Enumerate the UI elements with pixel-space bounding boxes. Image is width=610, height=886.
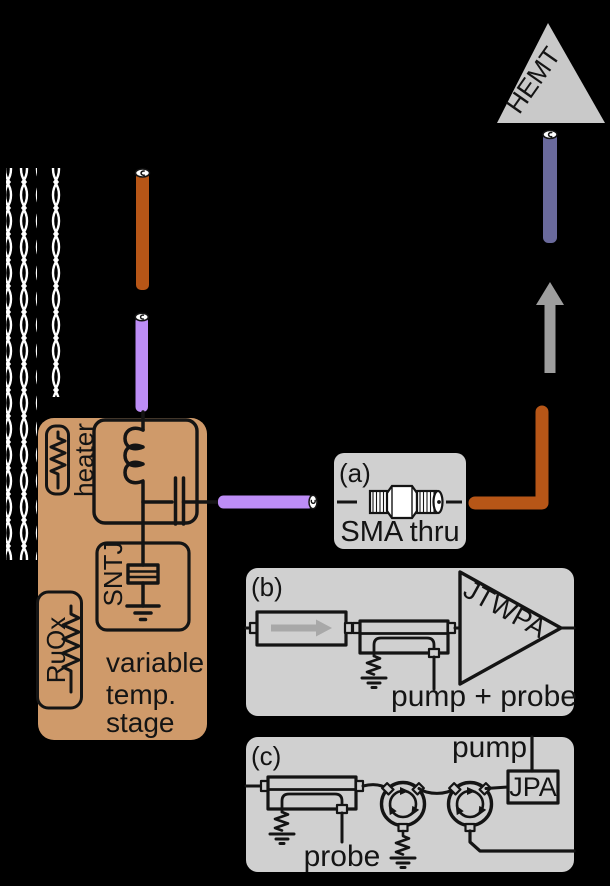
sntj-device: SNTJ xyxy=(95,541,191,632)
coax-cable xyxy=(136,172,149,290)
coupled-line xyxy=(280,792,344,814)
wire xyxy=(484,785,510,790)
thread-hatch xyxy=(419,491,435,513)
hemt-amplifier: HEMT xyxy=(497,23,605,123)
nut-facets xyxy=(391,486,413,518)
panel-a-caption: SMA thru xyxy=(340,516,459,548)
connector-end-icon xyxy=(134,168,151,178)
twisted-pair-icon xyxy=(21,168,37,560)
stage-name-line1: variable xyxy=(106,647,204,678)
coax-cable xyxy=(218,495,314,509)
signal-arrow-up-icon xyxy=(536,282,564,373)
ruox-thermometer: RuOx xyxy=(36,590,83,710)
resistor-icon xyxy=(365,654,382,676)
sma-connector-icon xyxy=(337,484,462,520)
panel-a: (a) SMA thru xyxy=(334,453,466,549)
coax-orange-elbow xyxy=(468,405,549,510)
bias-tee xyxy=(92,410,220,567)
jpa-amplifier: JPA xyxy=(506,735,560,805)
pump-probe-label: pump + probe xyxy=(391,680,577,713)
twisted-pair-icon xyxy=(47,168,63,397)
connector-end-icon xyxy=(134,312,150,322)
amplifier-triangle-icon xyxy=(458,570,563,686)
coax-purple-horizontal xyxy=(218,494,318,510)
panel-c-tag: (c) xyxy=(251,741,281,771)
coupled-line xyxy=(372,636,436,658)
ground-icon xyxy=(360,676,388,689)
pump-label: pump xyxy=(452,731,527,764)
isolator-arrow-shaft xyxy=(271,624,316,632)
twisted-pair-icon xyxy=(6,168,22,560)
inductor-icon xyxy=(123,426,145,567)
stage-name-line2: temp. xyxy=(106,679,176,710)
output-line xyxy=(468,829,576,853)
thread-hatch xyxy=(372,491,388,513)
ground-icon xyxy=(268,832,296,845)
ground-icon xyxy=(389,856,417,869)
coupler-outline xyxy=(358,619,450,655)
center-pin xyxy=(437,500,441,504)
isolator-arrow-head xyxy=(316,619,332,637)
panel-c: (c) probe xyxy=(244,731,576,873)
ground-icon xyxy=(125,604,161,622)
pin-icon xyxy=(139,314,145,320)
heater-outline xyxy=(45,424,70,496)
coax-orange-upper xyxy=(134,168,151,290)
connector-stub xyxy=(448,782,462,796)
coax-cable xyxy=(543,133,557,243)
coax-purple-upper xyxy=(134,312,150,412)
stage-name-line3: stage xyxy=(106,707,175,738)
circulator-icon xyxy=(379,780,427,869)
pin-icon xyxy=(140,170,146,176)
bias-tee-outline xyxy=(92,418,199,525)
panel-b: (b) JTWPA pump + probe xyxy=(244,568,577,716)
circulation-arrows xyxy=(455,787,487,816)
arrow-head xyxy=(536,282,564,305)
amplifier-triangle-icon xyxy=(497,23,605,123)
resistor-icon xyxy=(61,604,81,694)
probe-label: probe xyxy=(304,840,381,873)
circulator-icon xyxy=(446,780,576,853)
twisted-pair-loom-double xyxy=(6,168,37,560)
variable-temp-stage: heater SNTJ RuOx variable xyxy=(36,410,220,740)
coax-slate xyxy=(542,129,558,243)
directional-coupler-icon xyxy=(358,619,450,691)
panel-a-tag: (a) xyxy=(339,458,371,488)
connector-stub xyxy=(343,621,354,635)
resistor-icon xyxy=(273,810,290,832)
junction-barrier xyxy=(126,570,160,579)
pin-icon xyxy=(547,131,553,138)
connector-end-icon xyxy=(542,129,558,140)
arrow-shaft xyxy=(544,303,556,373)
termination-resistor-icon xyxy=(394,829,411,856)
stage-name: variable temp. stage xyxy=(106,647,204,738)
coupler-outline xyxy=(266,775,358,811)
sntj-outline xyxy=(95,541,191,632)
sntj-label: SNTJ xyxy=(98,542,128,607)
connector-end-icon xyxy=(308,494,318,510)
ruox-outline xyxy=(36,590,83,710)
connector-stub xyxy=(381,782,395,796)
panel-b-tag: (b) xyxy=(251,572,283,602)
pin-icon xyxy=(310,499,316,505)
coax-cable xyxy=(135,316,148,412)
directional-coupler-icon xyxy=(266,775,358,845)
jpa-box xyxy=(506,769,560,805)
twisted-pair-loom-single xyxy=(47,168,63,397)
circulation-arrows xyxy=(388,787,420,816)
ruox-label: RuOx xyxy=(41,617,71,683)
jpa-label: JPA xyxy=(509,772,557,802)
resistor-icon xyxy=(49,430,67,490)
